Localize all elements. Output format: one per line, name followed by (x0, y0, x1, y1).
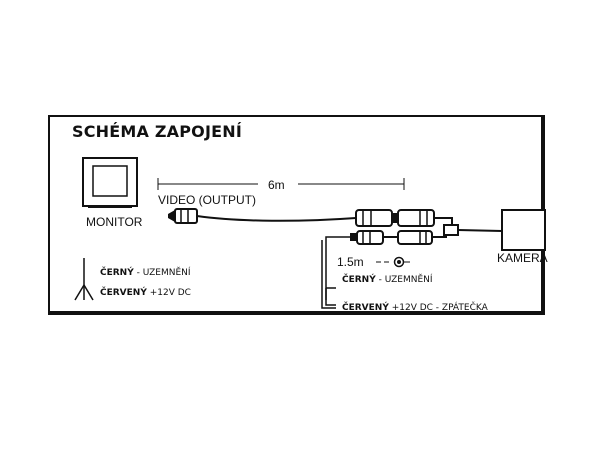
black-wire-desc: - UZEMNĚNÍ (375, 275, 433, 285)
length-dimension-6m (157, 178, 405, 190)
red-wire-color: ČERVENÝ (342, 303, 389, 313)
camera-red-wire-label: ČERVENÝ +12V DC - ZPÁTEČKA (342, 304, 488, 313)
monitor-icon (82, 157, 138, 208)
black-wire-color: ČERNÝ (100, 268, 134, 278)
cable-length-6m-label: 6m (268, 178, 285, 192)
camera-label: KAMERA (497, 251, 548, 265)
diagram-title: SCHÉMA ZAPOJENÍ (72, 122, 242, 141)
video-connector-pair (355, 209, 435, 227)
monitor-black-wire-label: ČERNÝ - UZEMNĚNÍ (100, 269, 191, 278)
camera-icon (501, 209, 546, 251)
red-wire-desc: +12V DC - ZPÁTEČKA (388, 303, 488, 313)
monitor-rca-plug (168, 208, 198, 224)
power-connector-pair (350, 230, 433, 245)
red-wire-desc: +12V DC (146, 288, 191, 298)
video-cable-main (196, 215, 357, 222)
black-wire-color: ČERNÝ (342, 275, 376, 285)
video-output-label: VIDEO (OUTPUT) (158, 193, 256, 207)
monitor-label: MONITOR (86, 215, 143, 229)
monitor-power-wires (74, 258, 94, 301)
cable-length-1-5m-label: 1.5m (337, 255, 364, 269)
monitor-red-wire-label: ČERVENÝ +12V DC (100, 289, 191, 298)
red-wire-color: ČERVENÝ (100, 288, 147, 298)
dc-socket-icon (376, 256, 410, 268)
camera-cable (432, 217, 503, 238)
camera-power-wires (321, 236, 350, 309)
diagram-frame (48, 115, 545, 315)
black-wire-desc: - UZEMNĚNÍ (133, 268, 191, 278)
camera-black-wire-label: ČERNÝ - UZEMNĚNÍ (342, 276, 433, 285)
